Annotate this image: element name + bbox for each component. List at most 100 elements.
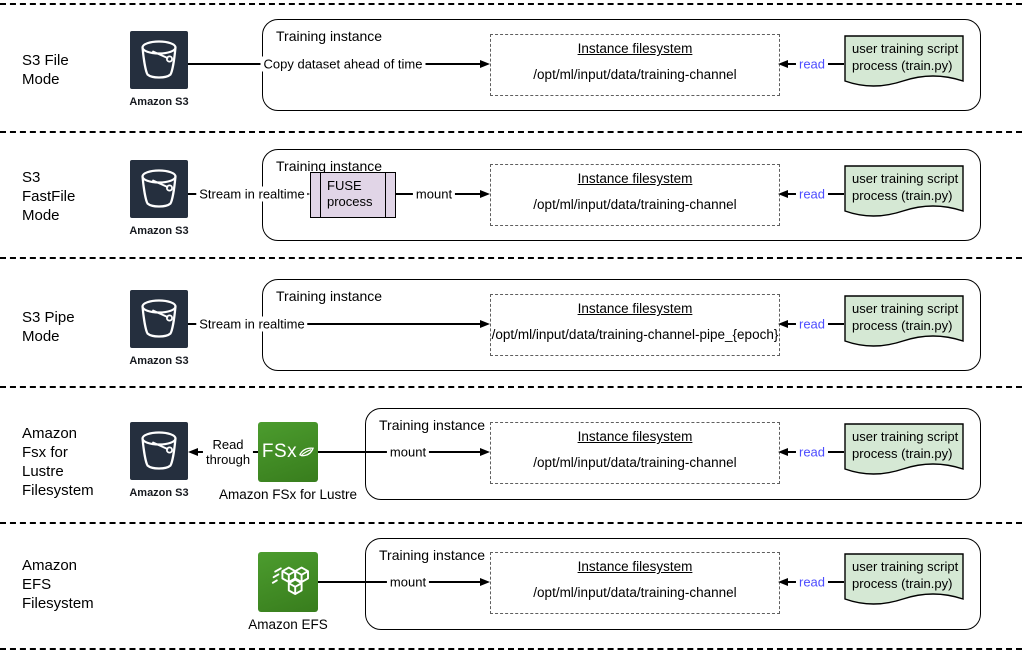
arrowhead-icon — [480, 189, 490, 198]
document-label-line: process (train.py) — [852, 318, 953, 333]
training-script-document: user training script process (train.py) — [844, 165, 964, 223]
arrowhead-icon — [778, 447, 788, 456]
s3-icon-label: Amazon S3 — [129, 487, 189, 499]
arrowhead-icon — [778, 577, 788, 586]
filesystem-path: /opt/ml/input/data/training-channel-pipe… — [491, 327, 779, 342]
fsx-icon-label-text: FSx — [261, 441, 298, 462]
document-shape-icon — [844, 295, 964, 347]
mode-label-line: Filesystem — [22, 595, 94, 612]
arrowhead-icon — [480, 319, 490, 328]
row-separator — [0, 257, 1022, 259]
instance-filesystem-title: Instance filesystem — [577, 429, 693, 444]
instance-filesystem-title: Instance filesystem — [577, 171, 693, 186]
instance-filesystem-box: Instance filesystem /opt/ml/input/data/t… — [490, 422, 780, 484]
mode-label-line: FastFile — [22, 188, 76, 205]
s3-icon-label: Amazon S3 — [129, 355, 189, 367]
arrowhead-icon — [778, 189, 788, 198]
efs-cubes-icon — [271, 566, 309, 595]
training-instance-label: Training instance — [276, 158, 383, 174]
process-bar — [320, 173, 322, 217]
s3-bucket-icon — [130, 422, 188, 480]
read-label: read — [795, 574, 829, 590]
arrowhead-icon — [778, 319, 788, 328]
document-shape-icon — [844, 423, 964, 475]
s3-icon-label: Amazon S3 — [129, 225, 189, 237]
row-separator — [0, 522, 1022, 524]
stream-arrow — [188, 323, 480, 325]
document-label-line: user training script — [852, 41, 959, 56]
row-separator — [0, 648, 1022, 650]
document-shape-icon — [844, 553, 964, 605]
document-label-line: process (train.py) — [852, 576, 953, 591]
mode-label-s3-pipe: S3 Pipe Mode — [22, 308, 75, 346]
arrowhead-icon — [778, 59, 788, 68]
fuse-label-line: FUSE — [327, 178, 362, 193]
instance-filesystem-title: Instance filesystem — [577, 301, 693, 316]
document-label-line: process (train.py) — [852, 58, 953, 73]
arrowhead-icon — [480, 59, 490, 68]
training-instance-label: Training instance — [276, 288, 383, 304]
row-separator — [0, 131, 1022, 133]
mount-label: mount — [386, 444, 430, 460]
document-label: user training script process (train.py) — [852, 300, 958, 334]
training-script-document: user training script process (train.py) — [844, 295, 964, 353]
document-label-line: process (train.py) — [852, 188, 953, 203]
read-through-line: through — [205, 452, 251, 467]
document-label-line: user training script — [852, 301, 959, 316]
row-separator — [0, 386, 1022, 388]
document-shape-icon — [844, 165, 964, 217]
read-label: read — [795, 316, 829, 332]
instance-filesystem-box: Instance filesystem /opt/ml/input/data/t… — [490, 34, 780, 96]
mode-label-s3-file: S3 File Mode — [22, 51, 69, 89]
mode-label-line: EFS — [22, 576, 52, 593]
mode-label-line: S3 File — [22, 52, 69, 69]
row-separator — [0, 3, 1022, 5]
training-instance-label: Training instance — [379, 547, 486, 563]
fuse-process-label: FUSE process — [327, 178, 373, 210]
read-label: read — [795, 186, 829, 202]
efs-label: Amazon EFS — [248, 617, 328, 632]
filesystem-path: /opt/ml/input/data/training-channel — [533, 197, 737, 212]
s3-bucket-icon — [130, 31, 188, 89]
read-through-line: Read — [212, 437, 244, 452]
efs-icon — [258, 552, 318, 612]
mode-label-line: Lustre — [22, 463, 64, 480]
process-bar — [384, 173, 386, 217]
instance-filesystem-box: Instance filesystem /opt/ml/input/data/t… — [490, 294, 780, 356]
training-script-document: user training script process (train.py) — [844, 35, 964, 93]
mode-label-line: S3 — [22, 169, 41, 186]
mode-label-line: Amazon — [22, 557, 78, 574]
mode-label-line: Filesystem — [22, 482, 94, 499]
mount-label: mount — [386, 574, 430, 590]
s3-bucket-icon — [130, 160, 188, 218]
training-script-document: user training script process (train.py) — [844, 423, 964, 481]
mount-label: mount — [412, 186, 456, 202]
mode-label-line: Fsx for — [22, 444, 68, 461]
document-label-line: user training script — [852, 429, 959, 444]
mode-label-line: S3 Pipe — [22, 309, 75, 326]
fsx-icon: FSx — [258, 422, 318, 482]
training-script-document: user training script process (train.py) — [844, 553, 964, 611]
mode-label-fsx-lustre: Amazon Fsx for Lustre Filesystem — [22, 424, 94, 500]
document-label: user training script process (train.py) — [852, 558, 958, 592]
document-label-line: user training script — [852, 559, 959, 574]
mode-label-efs: Amazon EFS Filesystem — [22, 556, 94, 613]
document-label: user training script process (train.py) — [852, 428, 958, 462]
stream-arrow-label: Stream in realtime — [196, 186, 308, 202]
read-through-label: Read through — [202, 437, 254, 467]
arrowhead-icon — [188, 447, 198, 456]
read-label: read — [795, 56, 829, 72]
mode-label-line: Mode — [22, 71, 60, 88]
filesystem-path: /opt/ml/input/data/training-channel — [533, 455, 737, 470]
stream-arrow-label: Stream in realtime — [196, 316, 308, 332]
fuse-process-box: FUSE process — [310, 172, 396, 218]
s3-bucket-icon — [130, 290, 188, 348]
arrowhead-icon — [480, 577, 490, 586]
document-label-line: user training script — [852, 171, 959, 186]
document-label: user training script process (train.py) — [852, 170, 958, 204]
instance-filesystem-title: Instance filesystem — [577, 559, 693, 574]
read-label: read — [795, 444, 829, 460]
document-label-line: process (train.py) — [852, 446, 953, 461]
instance-filesystem-box: Instance filesystem /opt/ml/input/data/t… — [490, 164, 780, 226]
